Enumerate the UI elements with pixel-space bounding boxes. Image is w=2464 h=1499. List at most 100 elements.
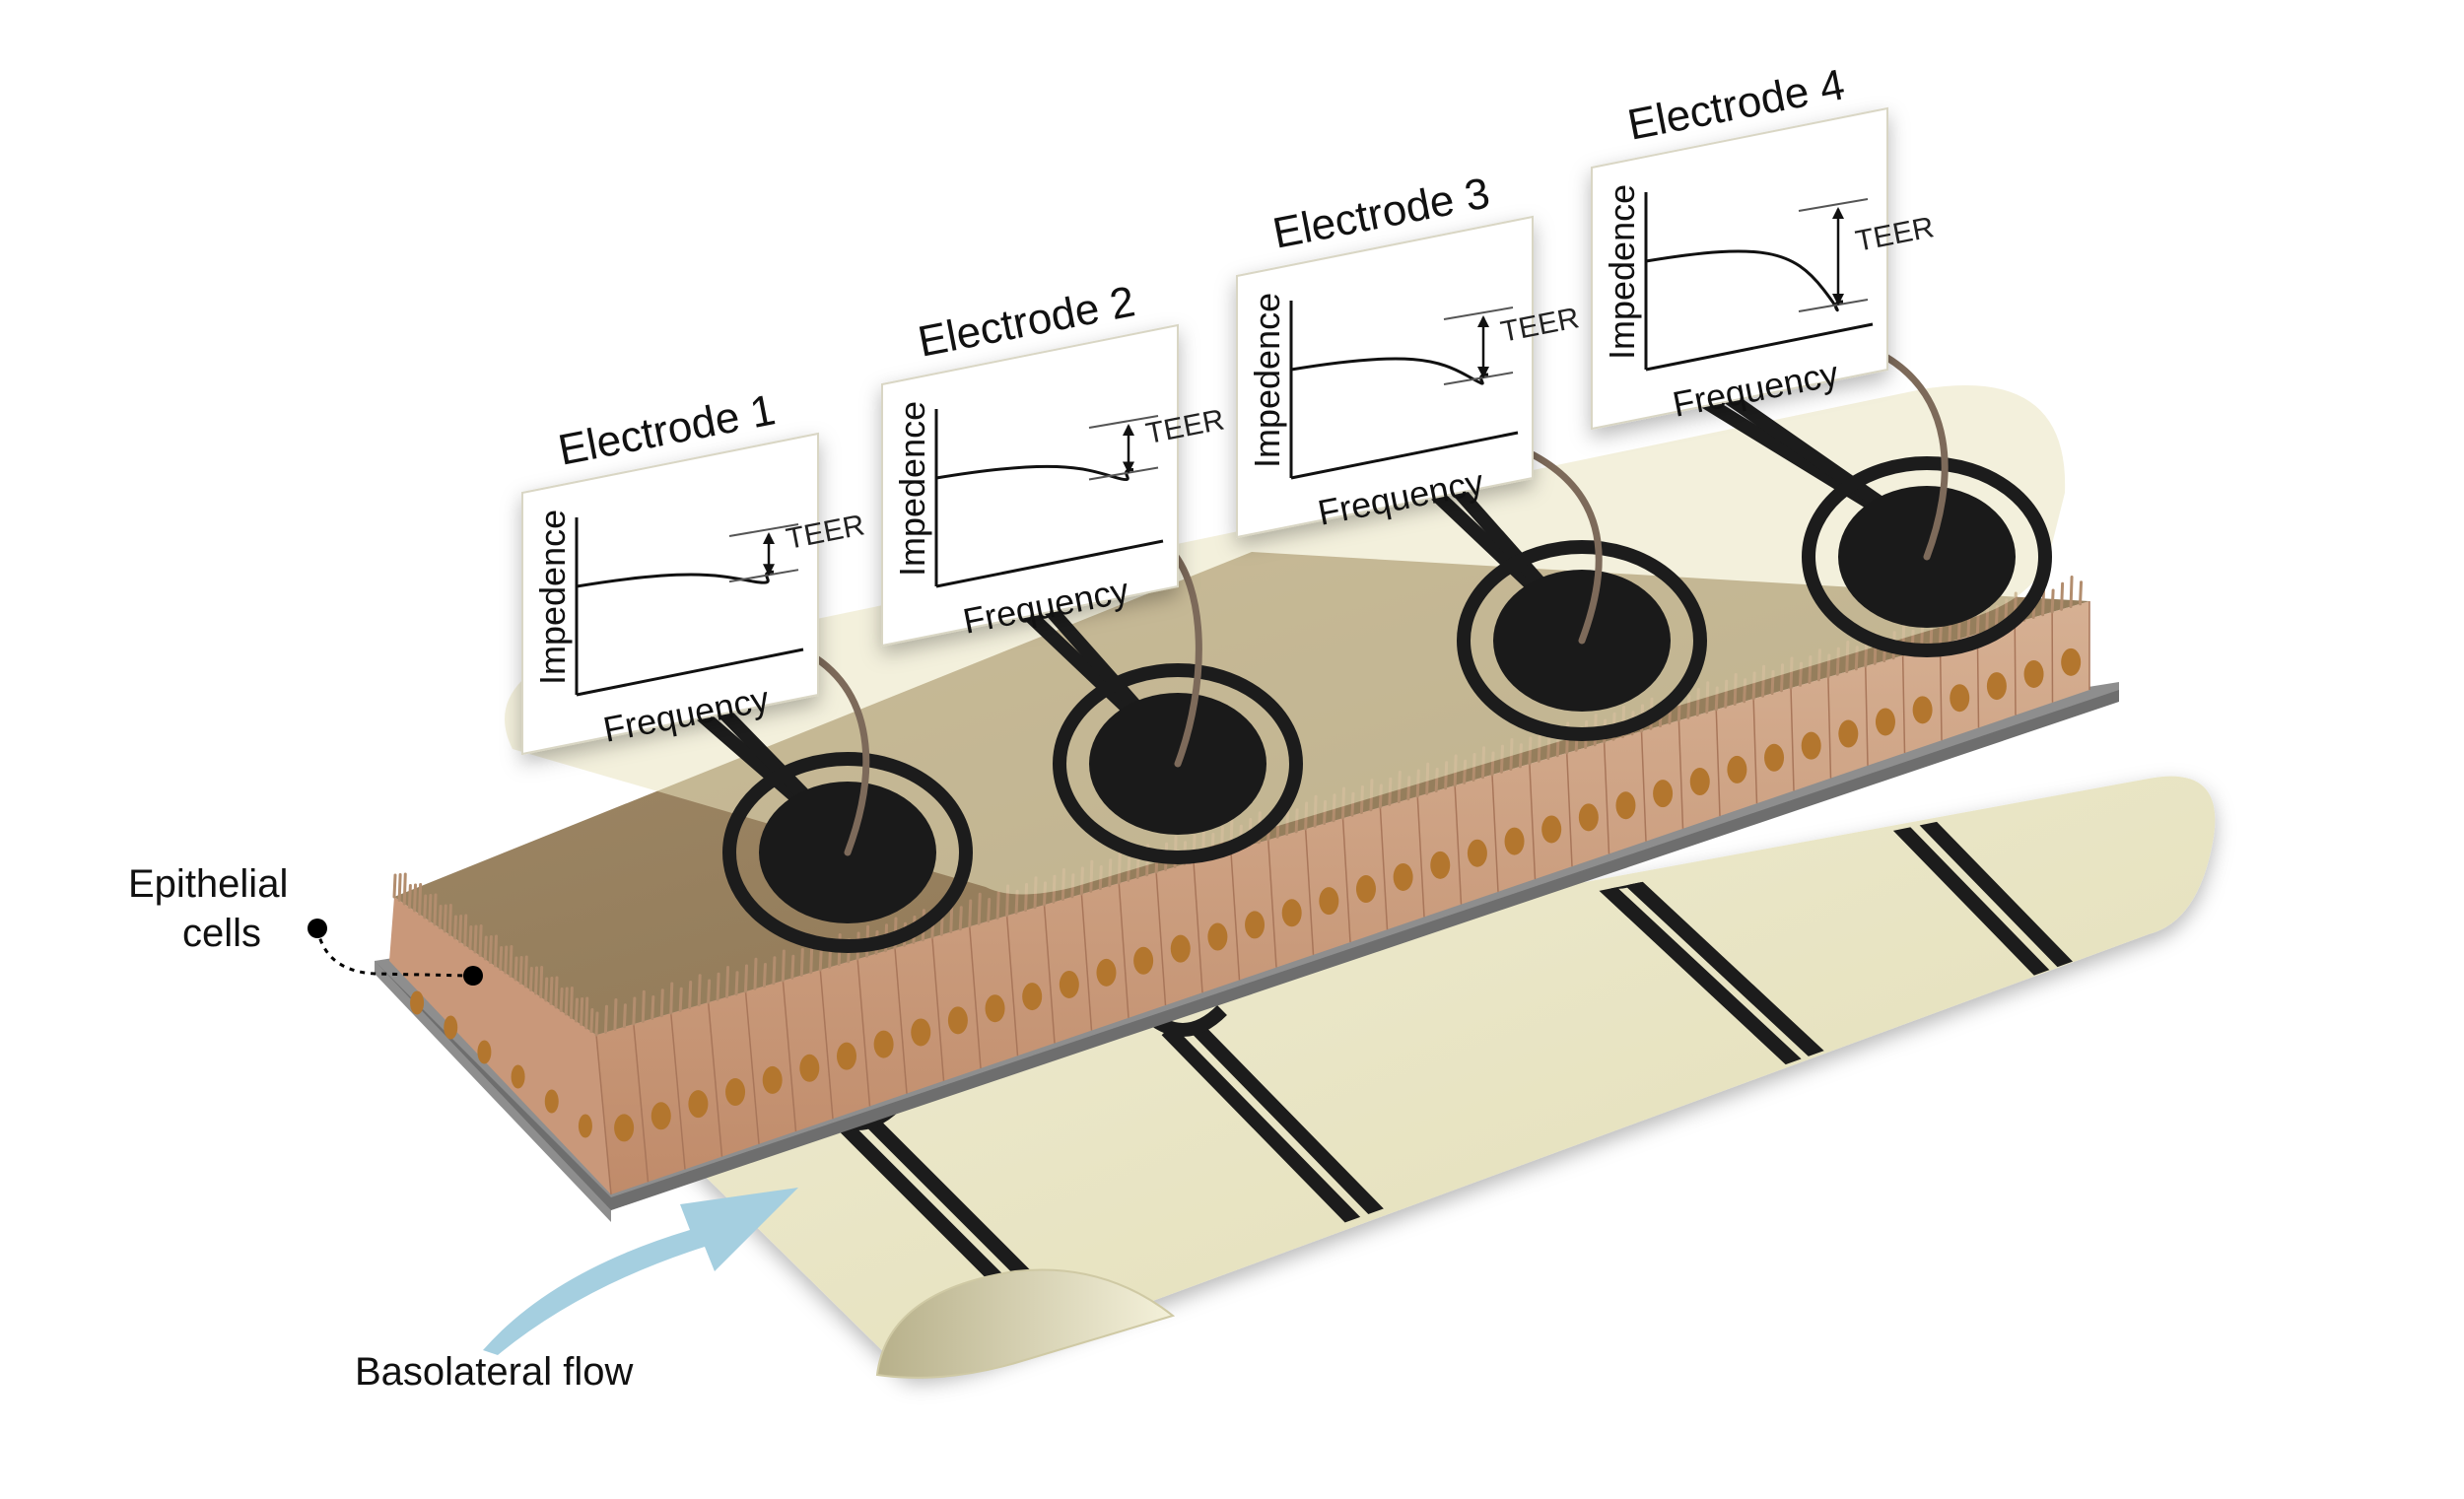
microvillus xyxy=(650,995,655,1020)
microvillus xyxy=(407,884,412,909)
teer-arrowhead-up xyxy=(1832,207,1844,219)
epithelial-callout: Epithelial cells xyxy=(128,862,483,986)
cell-walls xyxy=(595,601,2090,1195)
microvillus xyxy=(977,892,982,925)
cell-wall xyxy=(2014,622,2017,715)
cell-nucleus xyxy=(947,1006,968,1035)
microvillus xyxy=(716,972,720,1001)
microvillus xyxy=(463,914,468,947)
cell-wall xyxy=(707,1001,723,1157)
callout-dotted-line xyxy=(315,927,472,978)
cell-nuclei xyxy=(410,647,2082,1142)
microvillus xyxy=(707,979,712,1004)
cell-wall xyxy=(1080,893,1093,1031)
microvillus xyxy=(697,974,702,1007)
microvillus xyxy=(468,925,473,950)
cell-nucleus xyxy=(1950,684,1970,713)
cell-nucleus xyxy=(410,990,425,1015)
microvillus xyxy=(744,964,748,993)
impedance-curve xyxy=(935,464,1134,482)
microvillus xyxy=(447,904,452,936)
y-axis-label: Impedence xyxy=(532,510,573,685)
signal-arrow xyxy=(1504,440,1603,645)
microvillus xyxy=(549,977,554,1005)
microvillus xyxy=(958,906,963,931)
y-axis-label: Impedence xyxy=(892,401,932,577)
y-axis-label: Impedence xyxy=(1602,184,1642,360)
cell-wall xyxy=(1341,817,1351,943)
cell-nucleus xyxy=(1764,743,1785,772)
cell-nucleus xyxy=(511,1064,525,1089)
microvillus xyxy=(513,956,518,982)
basolateral-callout: Basolateral flow xyxy=(355,1188,798,1394)
microvillus xyxy=(2050,588,2055,614)
cell-nucleus xyxy=(614,1114,635,1142)
microvillus xyxy=(523,955,528,988)
cell-wall xyxy=(1939,644,1943,741)
card-panel xyxy=(881,323,1179,647)
cell-nucleus xyxy=(985,994,1005,1023)
microvillus xyxy=(799,948,804,977)
cell-nucleus xyxy=(1022,983,1043,1011)
cell-wall xyxy=(1043,904,1056,1044)
cell-nucleus xyxy=(799,1054,820,1082)
cell-nucleus xyxy=(578,1114,592,1138)
bottom-electrode-stub xyxy=(1858,787,1947,820)
impedance-curve xyxy=(1645,249,1844,312)
microvillus xyxy=(453,915,457,940)
reference-ring xyxy=(1053,663,1303,864)
cell-layer-front xyxy=(596,601,2089,1194)
cell-wall xyxy=(931,936,945,1081)
cell-wall xyxy=(969,925,982,1069)
teer-ref-bottom xyxy=(1798,299,1869,312)
cell-wall xyxy=(782,980,797,1132)
reference-ring xyxy=(1457,540,1707,741)
cell-wall xyxy=(1715,709,1721,817)
cell-nucleus xyxy=(2061,647,2082,676)
cell-nucleus xyxy=(1096,958,1117,987)
teer-arrowhead-up xyxy=(1477,315,1489,327)
cell-nucleus xyxy=(1430,851,1451,879)
cell-nucleus xyxy=(444,1015,458,1040)
cell-wall xyxy=(595,1034,612,1195)
microvillus xyxy=(392,873,397,899)
microvillus xyxy=(423,894,428,920)
microvillus xyxy=(659,988,664,1018)
microvillus xyxy=(504,945,509,975)
microvillus xyxy=(433,893,438,926)
teer-ref-bottom xyxy=(728,569,799,583)
cell-wall xyxy=(670,1012,686,1170)
cell-nucleus xyxy=(1727,755,1747,784)
cell-wall xyxy=(1230,850,1241,981)
microvillus xyxy=(402,872,407,906)
microvillus xyxy=(528,967,533,991)
microvillus xyxy=(818,946,823,972)
microvillus xyxy=(688,981,693,1009)
cell-nucleus xyxy=(1801,731,1821,760)
teer-arrowhead-up xyxy=(763,532,775,544)
microvillus xyxy=(753,957,758,990)
microvillus xyxy=(584,996,589,1030)
cell-wall xyxy=(1827,676,1832,779)
microvillus xyxy=(734,971,739,996)
cell-wall xyxy=(1379,806,1389,930)
microvillus xyxy=(589,1008,594,1033)
cell-nucleus xyxy=(1281,899,1302,927)
teer-ref-top xyxy=(728,523,799,537)
teer-arrowhead-down xyxy=(1123,461,1134,474)
cell-nucleus xyxy=(1615,791,1636,820)
cell-wall xyxy=(856,958,871,1107)
curled-corner xyxy=(875,1268,1176,1379)
cell-wall xyxy=(1118,882,1129,1018)
cell-nucleus xyxy=(1059,970,1079,998)
microvillus xyxy=(2069,576,2074,608)
cell-nucleus xyxy=(1838,719,1859,748)
cell-wall xyxy=(744,990,760,1144)
microvillus xyxy=(494,934,498,968)
cell-wall xyxy=(1193,860,1203,993)
cell-nucleus xyxy=(911,1018,931,1047)
microvillus xyxy=(488,935,493,964)
bottom-substrate-sheet xyxy=(591,776,2216,1376)
